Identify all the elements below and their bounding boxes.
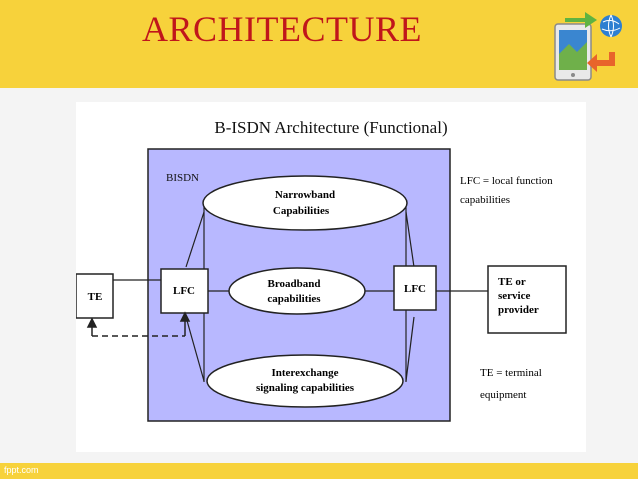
interexchange-line1: Interexchange: [271, 367, 338, 379]
broadband-line1: Broadband: [268, 278, 321, 290]
te-right-line1: TE or: [498, 276, 526, 288]
lfc-left-label: LFC: [173, 285, 195, 297]
legend-lfc-line1: LFC = local function: [460, 175, 553, 187]
header-bar: [0, 0, 638, 88]
slide-title: ARCHITECTURE: [142, 9, 422, 49]
legend-lfc-line2: capabilities: [460, 194, 510, 206]
lfc-right-label: LFC: [404, 283, 426, 295]
te-right-box: [487, 265, 567, 334]
interexchange-ellipse: [206, 354, 404, 408]
bisdn-diagram: B-ISDN Architecture (Functional) BISDN N…: [75, 102, 586, 452]
footer-text: fppt.com: [4, 465, 39, 475]
bisdn-label: BISDN: [166, 172, 199, 184]
diagram-heading: B-ISDN Architecture (Functional): [214, 118, 447, 137]
mobile-network-icon: [554, 12, 622, 81]
narrowband-ellipse: [202, 175, 408, 231]
legend-te-line2: equipment: [480, 389, 526, 401]
broadband-ellipse: [228, 267, 366, 315]
narrowband-line2: Capabilities: [273, 205, 330, 217]
te-right-line3: provider: [498, 304, 539, 316]
te-right-line2: service: [498, 290, 530, 302]
te-left-label: TE: [88, 291, 103, 303]
broadband-line2: capabilities: [267, 293, 321, 305]
legend-te-line1: TE = terminal: [480, 367, 542, 379]
narrowband-line1: Narrowband: [275, 189, 335, 201]
interexchange-line2: signaling capabilities: [256, 382, 355, 394]
footer-bar: fppt.com: [0, 463, 638, 479]
dashed-return-arrow: [86, 311, 191, 337]
lfc-left-box: [160, 268, 209, 314]
te-left-box: [75, 273, 114, 319]
lfc-right-box: [393, 265, 437, 311]
